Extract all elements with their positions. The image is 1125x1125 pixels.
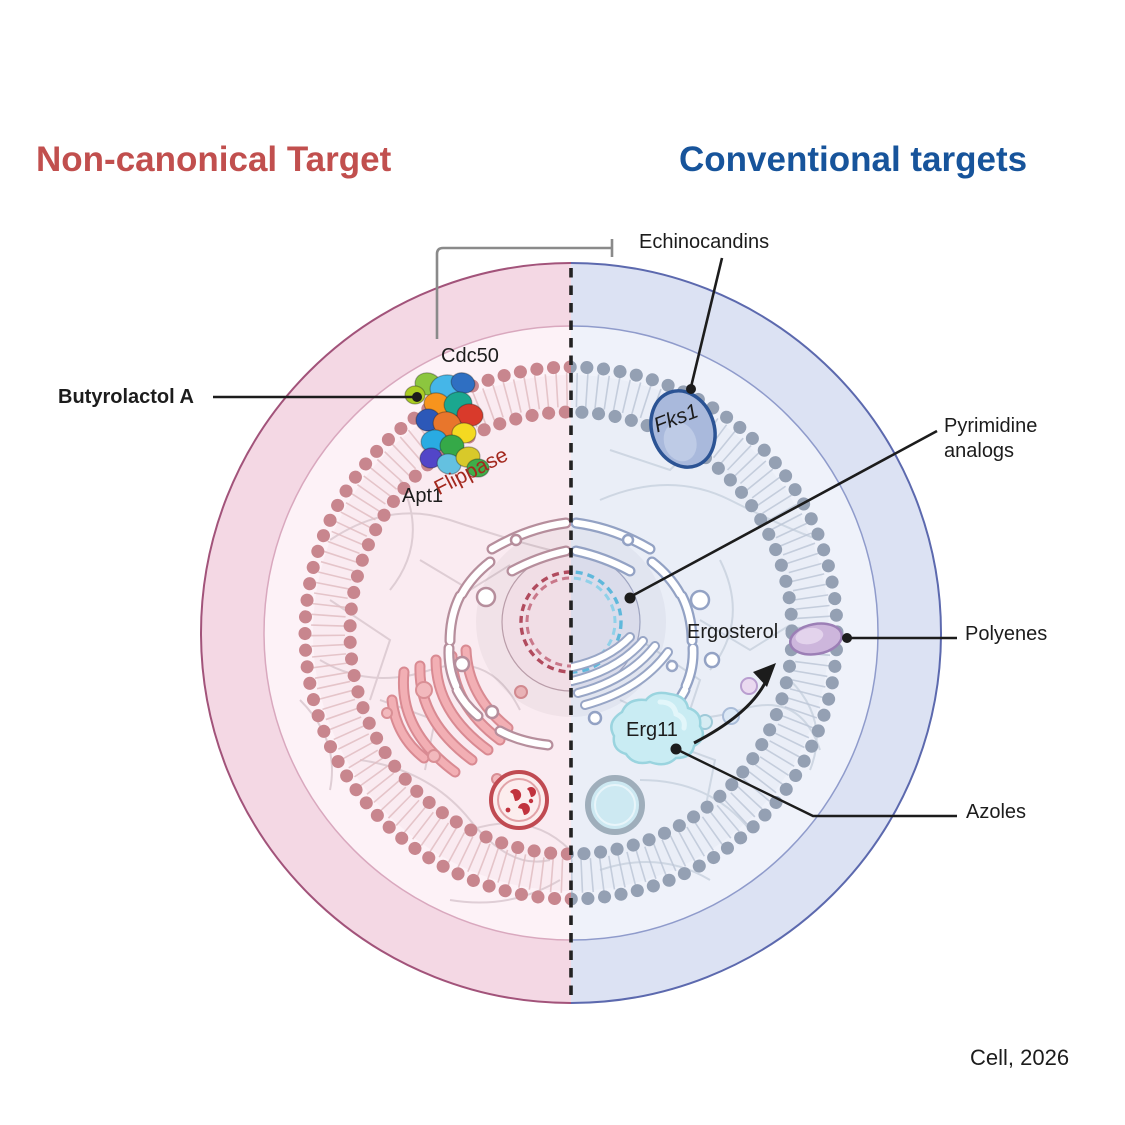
ergosterol-molecule <box>789 622 843 656</box>
vacuole <box>585 775 645 835</box>
peroxisome <box>489 770 549 830</box>
er-right <box>571 517 721 726</box>
annotation-lines <box>213 239 957 818</box>
pyrimidine-analogs-label: Pyrimidine analogs <box>944 414 1037 464</box>
golgi-right <box>571 632 679 710</box>
polyenes-label: Polyenes <box>965 623 1048 645</box>
cell-left-half <box>200 262 571 1004</box>
right-panel-title: Conventional targets <box>679 140 1028 179</box>
echinocandins-label: Echinocandins <box>639 231 770 253</box>
cdc50-label: Cdc50 <box>441 345 499 367</box>
erg11-label: Erg11 <box>626 719 678 741</box>
citation-label: Cell, 2026 <box>970 1045 1070 1070</box>
dna-ring-left <box>519 570 571 674</box>
left-panel-title: Non-canonical Target <box>36 140 392 179</box>
flippase-complex <box>404 372 490 478</box>
pyrimidine-line1: Pyrimidine <box>944 415 1038 437</box>
butyrolactol-a-label: Butyrolactol A <box>58 386 194 408</box>
fks1-protein <box>649 389 717 469</box>
er-left <box>443 517 571 751</box>
ergosterol-label: Ergosterol <box>687 621 779 643</box>
vesicles-left <box>381 681 528 785</box>
cell-right-half <box>571 262 942 1004</box>
dna-ring-right <box>571 570 623 674</box>
ergosterol-synthesis-arrow <box>693 680 768 745</box>
apt1-label: Apt1 <box>402 485 444 507</box>
inhibition-line <box>435 246 612 339</box>
vesicles-right <box>697 677 758 730</box>
membrane-left <box>298 360 571 906</box>
azoles-label: Azoles <box>966 801 1027 823</box>
nucleus-left <box>501 552 571 692</box>
pyrimidine-line2: analogs <box>944 440 1015 462</box>
